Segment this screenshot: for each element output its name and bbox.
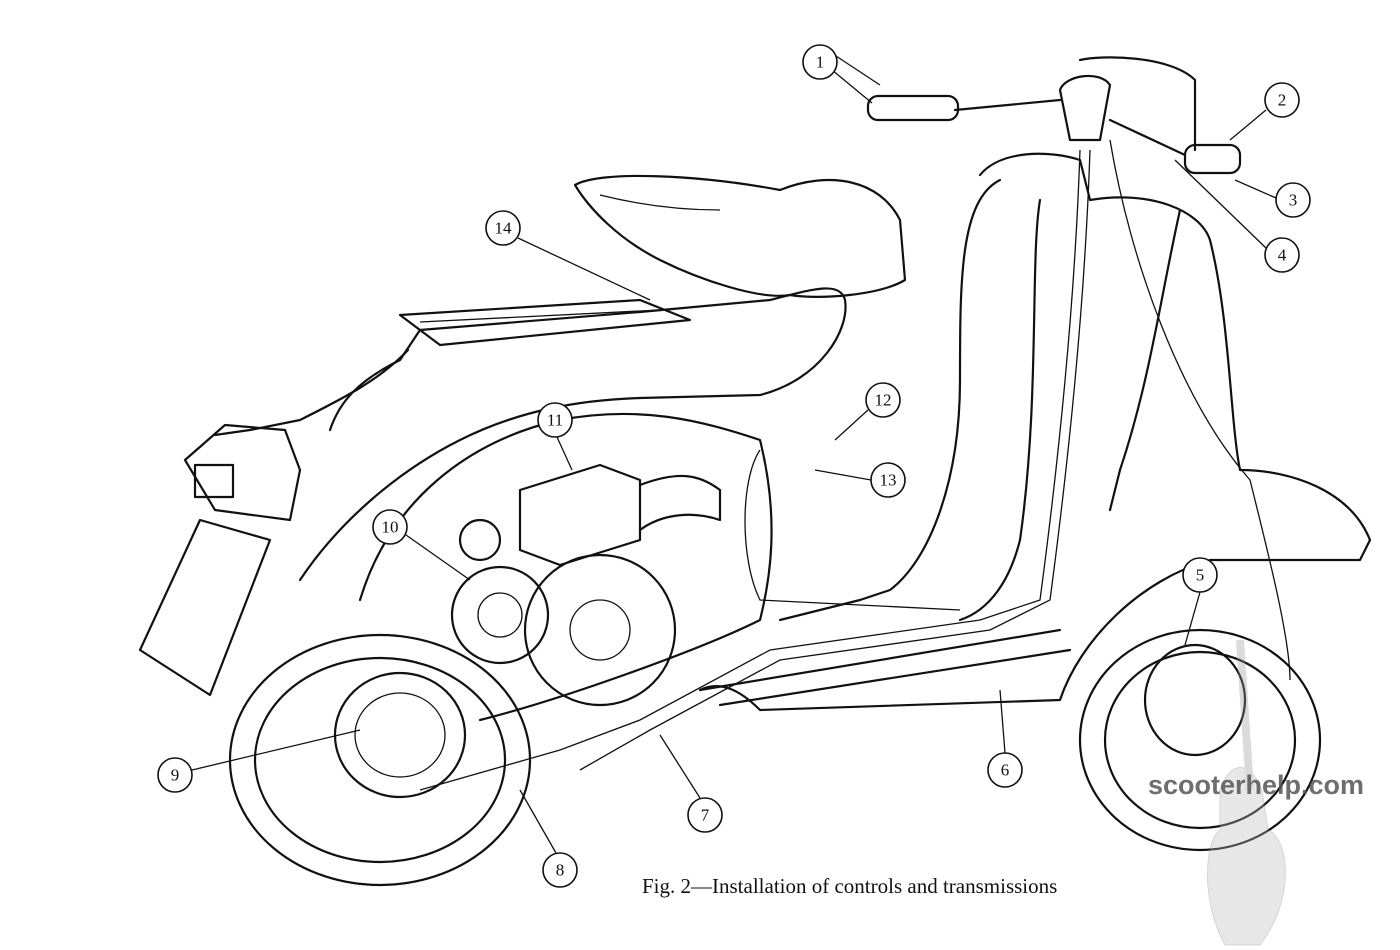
svg-text:9: 9 (171, 766, 180, 785)
watermark-logo-icon (1207, 639, 1286, 946)
svg-text:14: 14 (495, 219, 513, 238)
svg-text:10: 10 (382, 518, 399, 537)
callout-10: 10 (372, 509, 408, 545)
svg-text:5: 5 (1196, 566, 1205, 585)
callout-7: 7 (687, 797, 723, 833)
watermark-text: scooterhelp.com (1148, 770, 1365, 800)
callout-6: 6 (987, 752, 1023, 788)
svg-text:4: 4 (1278, 246, 1287, 265)
callout-1: 1 (802, 44, 838, 80)
callout-3: 3 (1275, 182, 1311, 218)
callout-5: 5 (1182, 557, 1218, 593)
svg-text:13: 13 (880, 471, 897, 490)
callout-13: 13 (870, 462, 906, 498)
svg-text:12: 12 (875, 391, 892, 410)
figure-caption: Fig. 2—Installation of controls and tran… (642, 874, 1058, 898)
svg-text:3: 3 (1289, 191, 1298, 210)
svg-text:11: 11 (547, 411, 563, 430)
callout-4: 4 (1264, 237, 1300, 273)
callout-9: 9 (157, 757, 193, 793)
callout-11: 11 (537, 402, 573, 438)
callout-8: 8 (542, 852, 578, 888)
svg-text:1: 1 (816, 53, 825, 72)
svg-text:8: 8 (556, 861, 565, 880)
scooter-body-drawing (138, 56, 1372, 887)
callout-leaders (191, 55, 1277, 854)
svg-text:6: 6 (1001, 761, 1010, 780)
svg-text:7: 7 (701, 806, 710, 825)
callout-12: 12 (865, 382, 901, 418)
callout-2: 2 (1264, 82, 1300, 118)
svg-text:2: 2 (1278, 91, 1287, 110)
callout-14: 14 (485, 210, 521, 246)
